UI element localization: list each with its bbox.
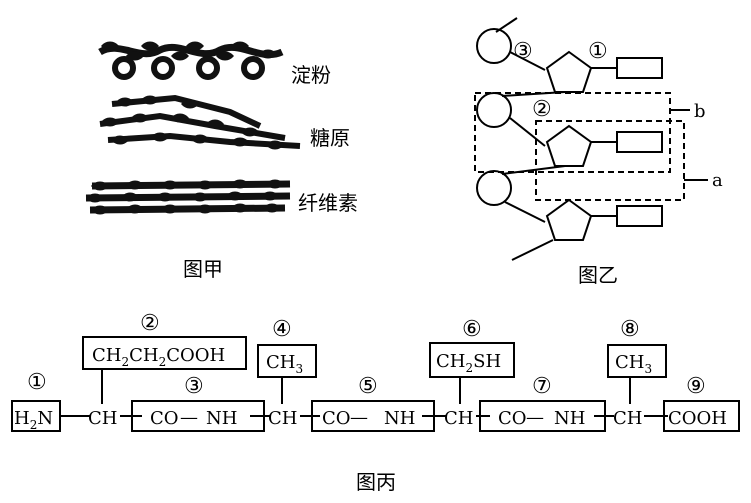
peptide-3-co: CO [498,408,527,429]
label-cellulose: 纤维素 [298,191,358,215]
pentose-3 [545,198,593,241]
carboxyl-end-text: COOH [668,408,727,429]
phosphate-1 [476,28,512,64]
box-r2 [257,344,317,378]
base-3 [616,205,663,227]
pentose-1 [545,50,593,93]
panel-yi [474,17,708,261]
peptide-3-nh: NH [554,408,585,429]
cellulose-illustration [85,179,291,215]
peptide-3-dash: — [526,407,544,428]
peptide-2-co: CO [322,408,351,429]
glycogen-illustration [99,94,301,150]
num-2: ② [140,311,160,336]
label-glycogen: 糖原 [310,126,350,150]
panel-jia: 淀粉 糖原 纤维素 图甲 [85,41,358,281]
label-starch: 淀粉 [291,63,331,87]
starch-illustration [98,41,284,80]
label-a: a [712,170,723,191]
num-5: ⑤ [358,374,378,399]
num-1: ① [27,370,47,395]
num-3: ③ [184,374,204,399]
marker-2-yi: ② [532,97,552,122]
peptide-1-nh: NH [206,408,237,429]
num-6: ⑥ [462,317,482,342]
base-2 [616,131,663,153]
peptide-1-dash: — [180,407,198,428]
marker-3-yi: ③ [513,39,533,64]
panel-bing: ① ② ③ ④ ⑤ ⑥ ⑦ ⑧ ⑨ [11,311,740,494]
label-b: b [694,101,706,122]
r3-text: CH2SH [436,351,501,375]
marker-1-yi: ① [588,39,608,64]
phosphate-3 [476,170,512,206]
box-r3 [429,342,515,378]
bracket-a-box [535,120,685,201]
phosphate-2 [476,92,512,128]
alpha-carbon-2: CH [268,408,297,429]
caption-yi: 图乙 [578,263,618,287]
alpha-carbon-1: CH [88,408,117,429]
peptide-2-nh: NH [384,408,415,429]
amino-end-text: H2N [14,408,53,432]
alpha-carbon-4: CH [613,408,642,429]
box-r4 [607,344,667,378]
base-1 [616,57,663,79]
r2-text: CH3 [266,352,303,376]
num-8: ⑧ [620,317,640,342]
r1-text: CH2CH2COOH [92,345,225,369]
caption-bing: 图丙 [356,470,396,494]
pentose-2 [545,124,593,167]
box-r1 [82,336,247,370]
bracket-b-box [474,92,671,173]
caption-jia: 图甲 [183,257,223,281]
alpha-carbon-3: CH [444,408,473,429]
peptide-1-co: CO [150,408,179,429]
num-4: ④ [272,317,292,342]
num-9: ⑨ [686,374,706,399]
r4-text: CH3 [615,352,652,376]
peptide-2-dash: — [350,407,368,428]
num-7: ⑦ [532,374,552,399]
